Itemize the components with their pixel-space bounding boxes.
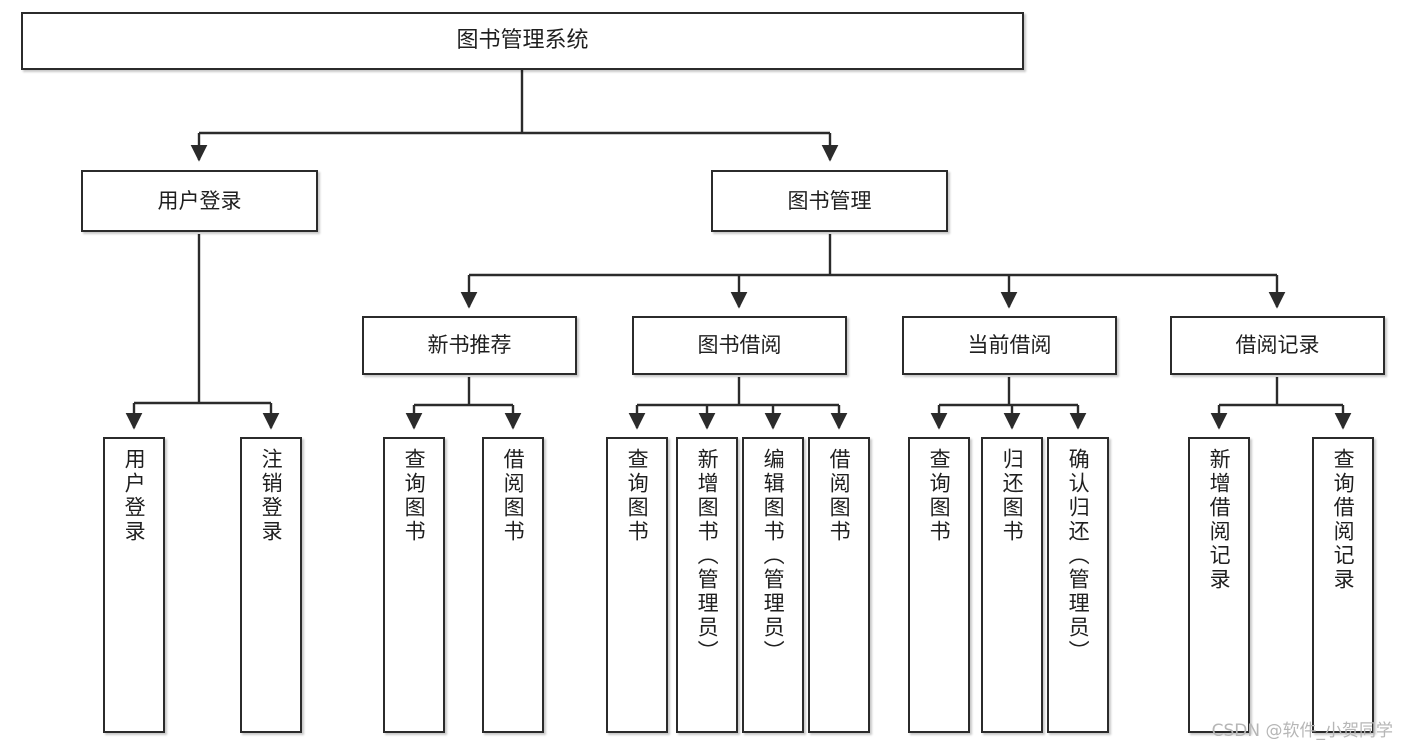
- node-leaf-edit-book-label: 编辑图书（管理员）: [761, 448, 786, 664]
- node-borrow-record-label: 借阅记录: [1235, 333, 1320, 358]
- node-book-manage-label: 图书管理: [787, 188, 872, 213]
- node-leaf-logout-label: 注销登录: [259, 448, 284, 544]
- node-leaf-query-record[interactable]: 查询借阅记录: [1312, 437, 1374, 733]
- node-leaf-user-login-label: 用户登录: [122, 448, 147, 544]
- node-leaf-confirm-return-label: 确认归还（管理员）: [1066, 448, 1091, 664]
- node-leaf-return-book-label: 归还图书: [1000, 448, 1025, 544]
- node-new-book-recommend-label: 新书推荐: [427, 333, 512, 358]
- node-leaf-query-book-3[interactable]: 查询图书: [908, 437, 970, 733]
- node-leaf-borrow-book-1[interactable]: 借阅图书: [482, 437, 544, 733]
- node-leaf-query-record-label: 查询借阅记录: [1331, 448, 1356, 592]
- node-leaf-logout[interactable]: 注销登录: [240, 437, 302, 733]
- node-leaf-confirm-return[interactable]: 确认归还（管理员）: [1047, 437, 1109, 733]
- node-leaf-query-book-1-label: 查询图书: [402, 448, 427, 544]
- node-leaf-query-book-2-label: 查询图书: [625, 448, 650, 544]
- node-leaf-query-book-2[interactable]: 查询图书: [606, 437, 668, 733]
- node-book-borrow-label: 图书借阅: [697, 333, 782, 358]
- node-leaf-add-book-label: 新增图书（管理员）: [695, 448, 720, 664]
- node-leaf-add-record-label: 新增借阅记录: [1207, 448, 1232, 592]
- node-leaf-add-book[interactable]: 新增图书（管理员）: [676, 437, 738, 733]
- node-book-manage[interactable]: 图书管理: [711, 170, 948, 232]
- node-current-borrow-label: 当前借阅: [967, 333, 1052, 358]
- node-leaf-edit-book[interactable]: 编辑图书（管理员）: [742, 437, 804, 733]
- node-borrow-record[interactable]: 借阅记录: [1170, 316, 1385, 375]
- node-root-label: 图书管理系统: [456, 28, 589, 54]
- node-current-borrow[interactable]: 当前借阅: [902, 316, 1117, 375]
- node-leaf-user-login[interactable]: 用户登录: [103, 437, 165, 733]
- node-leaf-borrow-book-1-label: 借阅图书: [501, 448, 526, 544]
- node-book-borrow[interactable]: 图书借阅: [632, 316, 847, 375]
- node-user-login[interactable]: 用户登录: [81, 170, 318, 232]
- node-leaf-query-book-3-label: 查询图书: [927, 448, 952, 544]
- node-leaf-query-book-1[interactable]: 查询图书: [383, 437, 445, 733]
- node-new-book-recommend[interactable]: 新书推荐: [362, 316, 577, 375]
- node-leaf-return-book[interactable]: 归还图书: [981, 437, 1043, 733]
- node-leaf-add-record[interactable]: 新增借阅记录: [1188, 437, 1250, 733]
- node-user-login-label: 用户登录: [157, 188, 242, 213]
- node-root[interactable]: 图书管理系统: [21, 12, 1024, 70]
- node-leaf-borrow-book-2[interactable]: 借阅图书: [808, 437, 870, 733]
- node-leaf-borrow-book-2-label: 借阅图书: [827, 448, 852, 544]
